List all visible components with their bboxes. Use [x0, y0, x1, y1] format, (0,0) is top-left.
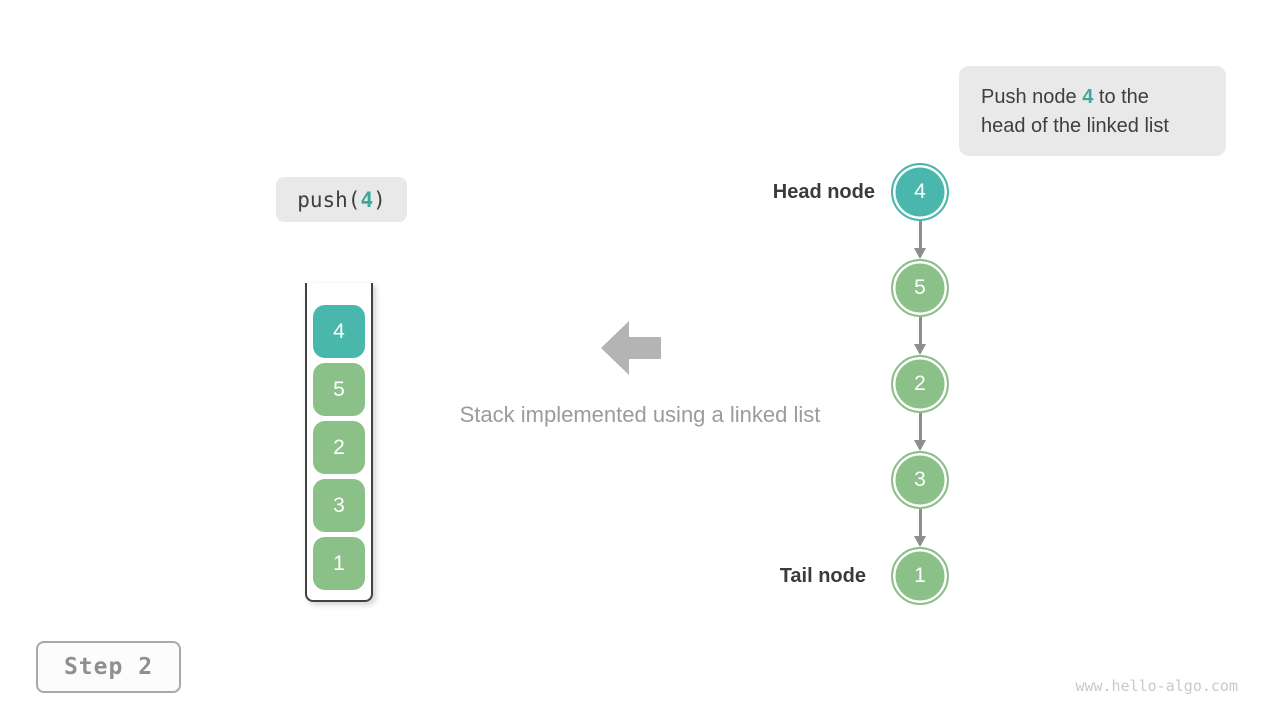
stack-item: 4 [313, 305, 365, 358]
stack-container: 4 5 2 3 1 [305, 283, 373, 602]
list-node: 2 [891, 355, 949, 413]
stack-item-value: 5 [333, 377, 345, 401]
operation-prefix: push( [297, 187, 361, 212]
watermark: www.hello-algo.com [1075, 677, 1238, 695]
stack-item: 2 [313, 421, 365, 474]
list-node: 4 [891, 163, 949, 221]
list-node: 5 [891, 259, 949, 317]
head-node-label: Head node [772, 181, 875, 203]
list-node-value: 4 [914, 180, 926, 203]
down-arrow-icon [914, 509, 926, 547]
stack-item: 3 [313, 479, 365, 532]
list-node-value: 5 [914, 276, 926, 299]
tail-node-label: Tail node [779, 565, 866, 587]
stack-item-value: 4 [333, 319, 345, 343]
stack-item-value: 2 [333, 435, 345, 459]
down-arrow-icon [914, 317, 926, 355]
stack-item-value: 3 [333, 493, 345, 517]
stack-item-value: 1 [333, 551, 345, 575]
list-node-value: 1 [914, 564, 926, 587]
down-arrow-icon [914, 221, 926, 259]
left-block-arrow-icon [601, 321, 661, 375]
annotation-value: 4 [1082, 86, 1094, 108]
annotation-text-prefix: Push node [981, 86, 1083, 108]
stack-item: 1 [313, 537, 365, 590]
operation-arg: 4 [360, 187, 374, 212]
list-node: 1 [891, 547, 949, 605]
list-node-value: 2 [914, 372, 926, 395]
list-node: 3 [891, 451, 949, 509]
stack-item: 5 [313, 363, 365, 416]
annotation-tooltip: Push node 4 to the head of the linked li… [959, 66, 1226, 156]
annotation-text-line2: head of the linked list [981, 115, 1169, 137]
list-node-value: 3 [914, 468, 926, 491]
caption: Stack implemented using a linked list [459, 402, 821, 427]
down-arrow-icon [914, 413, 926, 451]
annotation-text-suffix: to the [1093, 86, 1149, 108]
step-badge: Step 2 [36, 641, 181, 693]
operation-suffix: ) [373, 187, 386, 212]
operation-chip: push(4) [276, 177, 407, 222]
linked-list: 4 5 2 3 1 [891, 163, 949, 605]
